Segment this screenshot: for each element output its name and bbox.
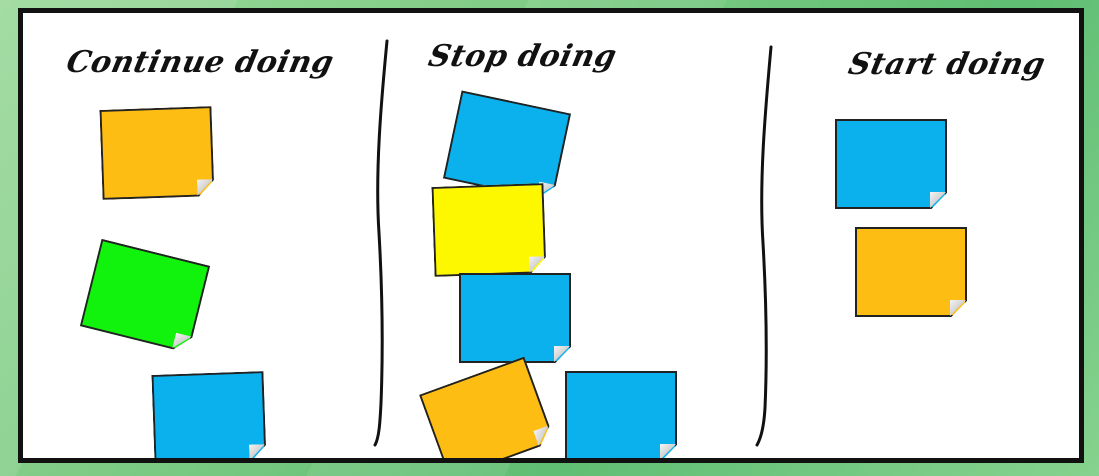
sticky-note[interactable] — [565, 371, 677, 458]
sticky-note[interactable] — [855, 227, 967, 317]
retrospective-board: Continue doing Stop doing Start doing — [18, 8, 1084, 463]
sticky-note[interactable] — [459, 273, 571, 363]
sticky-note[interactable] — [99, 106, 214, 200]
sticky-note[interactable] — [431, 183, 546, 277]
divider-right — [755, 45, 773, 447]
divider-left — [373, 39, 389, 447]
sticky-note[interactable] — [151, 371, 266, 463]
sticky-note[interactable] — [835, 119, 947, 209]
column-dividers — [373, 39, 773, 447]
